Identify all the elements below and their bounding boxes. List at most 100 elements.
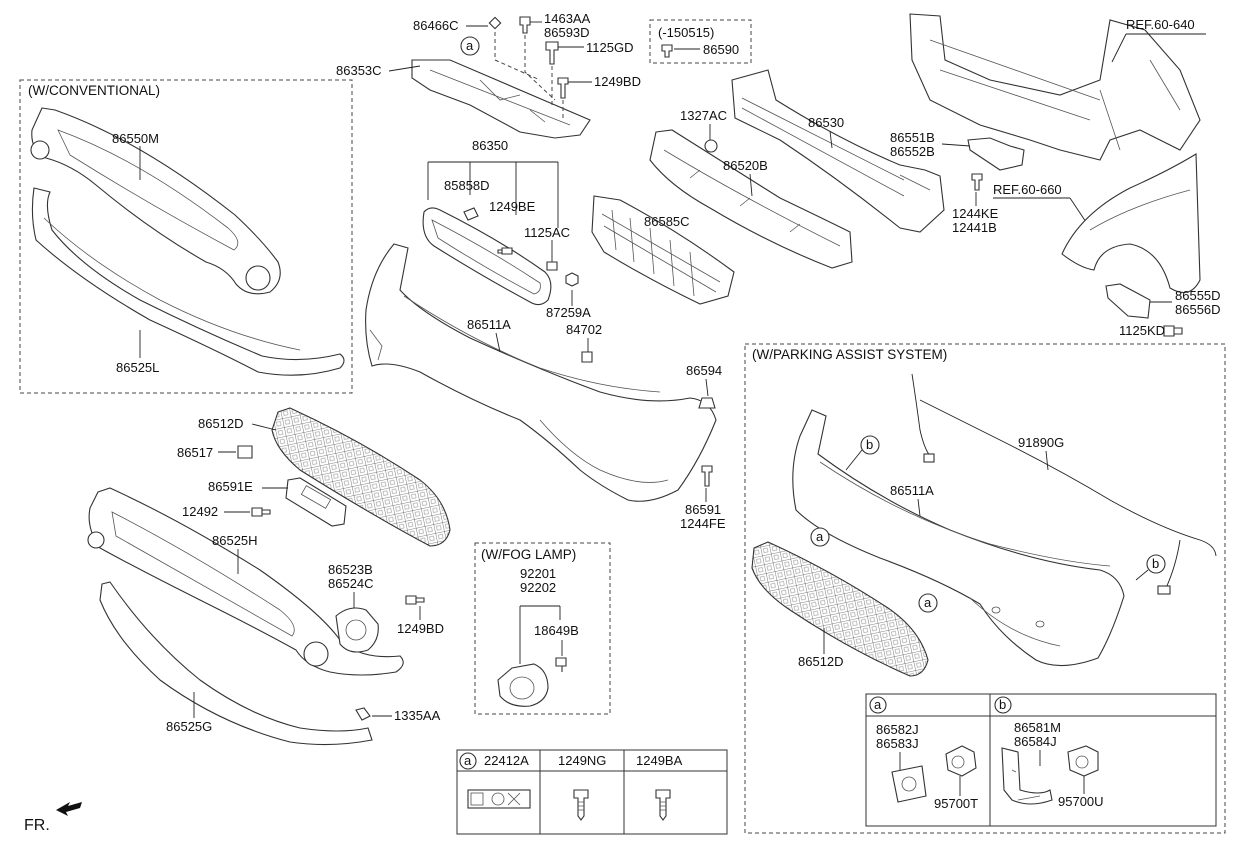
bumper-cover-pas-edge (819, 461, 1111, 567)
label-86520B: 86520B (723, 158, 768, 173)
label-1244KE: 1244KE (952, 206, 999, 221)
marker-b-1-leader (845, 449, 863, 471)
label-86593D: 86593D (544, 25, 590, 40)
conventional-title: (W/CONVENTIONAL) (28, 83, 160, 98)
sensor-holder-86581M-detail (1011, 769, 1041, 801)
label-86556D: 86556D (1175, 302, 1221, 317)
lower-lip-86525G (99, 581, 373, 746)
label-92202: 92202 (520, 580, 556, 595)
sensor-table-marker-a (869, 696, 887, 714)
screw-1249NG-icon (573, 789, 589, 821)
label-95700T: 95700T (934, 796, 978, 811)
sensor-hole-1 (991, 606, 1001, 614)
label-1249BE: 1249BE (489, 199, 536, 214)
upper-garnish-opening (57, 129, 239, 251)
grille-carrier-86585C (591, 195, 735, 305)
fog-lamp-92201 (497, 663, 549, 707)
screw-12492 (251, 507, 271, 517)
label-86523B: 86523B (328, 562, 373, 577)
warning-label-box1 (470, 792, 484, 806)
harness-connector-1 (923, 453, 935, 463)
marker-a-pas-1 (810, 527, 830, 547)
label-85858D: 85858D (444, 178, 490, 193)
clip-86466C (488, 16, 502, 30)
clip-86517 (237, 445, 253, 459)
wiring-harness-91890G (911, 373, 1217, 589)
sensor-table (865, 693, 1217, 827)
fog-hole-86525H-left (87, 531, 105, 549)
label-86525H: 86525H (212, 533, 258, 548)
leader-92201 (519, 605, 561, 664)
label-1244FE: 1244FE (680, 516, 726, 531)
bumper-beam-86530-detail (741, 97, 931, 197)
label-18649B: 18649B (534, 623, 579, 638)
bolt-1125AC (546, 261, 558, 271)
leader-86350 (427, 161, 559, 228)
clip-86594 (698, 397, 716, 409)
screw-1249BA-icon (655, 789, 671, 821)
screw-1249BD-top (557, 77, 569, 99)
label-86585C: 86585C (644, 214, 690, 229)
label-86512D-pas: 86512D (798, 654, 844, 669)
cover-86523B-ring (345, 619, 367, 641)
label-86594: 86594 (686, 363, 722, 378)
energy-absorber-86520B (649, 129, 853, 269)
parking-assist-title: (W/PARKING ASSIST SYSTEM) (752, 347, 947, 362)
ref-60-640: REF.60-640 (1126, 17, 1195, 32)
marker-a-pas-2-text: a (924, 595, 932, 610)
bumper-cover-pas-lower (969, 597, 1061, 647)
bracket-86551B (967, 137, 1025, 171)
label-86555D: 86555D (1175, 288, 1221, 303)
label-86524C: 86524C (328, 576, 374, 591)
label-86591: 86591 (685, 502, 721, 517)
fastener-table-col-c: 1249BA (636, 753, 683, 768)
leader-86353C (388, 65, 421, 72)
label-1335AA: 1335AA (394, 708, 441, 723)
fog-lamp-title: (W/FOG LAMP) (481, 547, 576, 562)
lower-lip-86525L (31, 187, 345, 376)
bumper-cover-86511A-lower (539, 419, 669, 483)
date-range-label: (-150515) (658, 25, 714, 40)
warning-label-circle (491, 792, 505, 806)
screw-1249NG-thread (578, 801, 584, 811)
label-1249BD-side: 1249BD (397, 621, 444, 636)
label-86550M: 86550M (112, 131, 159, 146)
leader-86551B (941, 143, 971, 147)
label-86511A-pas: 86511A (890, 483, 934, 498)
marker-a-pas-1-text: a (816, 529, 824, 544)
nut-1327AC (704, 139, 718, 153)
fastener-table (456, 749, 728, 835)
marker-b-1-text: b (866, 437, 873, 452)
sensor-holder-86582J (891, 765, 927, 803)
fog-lamp-box (474, 542, 611, 715)
marker-a-top-text: a (466, 38, 474, 53)
label-86353C: 86353C (336, 63, 382, 78)
leader-86511A-main (495, 332, 501, 353)
label-86581M: 86581M (1014, 720, 1061, 735)
leader-86511A-pas (917, 498, 921, 517)
sensor-hole-2 (1035, 620, 1045, 628)
grille-frame-inner (431, 219, 541, 295)
cover-86523B (335, 607, 379, 653)
leader-86594 (705, 378, 709, 397)
label-86517: 86517 (177, 445, 213, 460)
warning-label-cross (507, 792, 521, 806)
label-87259A: 87259A (546, 305, 591, 320)
label-86583J: 86583J (876, 736, 919, 751)
label-86512D-main: 86512D (198, 416, 244, 431)
bracket-86591E-slot (300, 485, 332, 509)
label-86350: 86350 (472, 138, 508, 153)
bumper-cover-86511A-edge (403, 295, 661, 393)
label-1327AC: 1327AC (680, 108, 727, 123)
dash-86466C (494, 32, 541, 81)
fog-hole-left (30, 140, 50, 160)
date-range-box (649, 19, 752, 64)
label-1125KD: 1125KD (1119, 323, 1165, 338)
label-86584J: 86584J (1014, 734, 1057, 749)
fender-ref (1061, 153, 1201, 294)
lower-grille-86512D-pas (751, 541, 929, 677)
label-86530: 86530 (808, 115, 844, 130)
sensor-table-marker-b (994, 696, 1012, 714)
fastener-table-marker-a (459, 752, 477, 770)
energy-absorber-detail (663, 149, 841, 247)
